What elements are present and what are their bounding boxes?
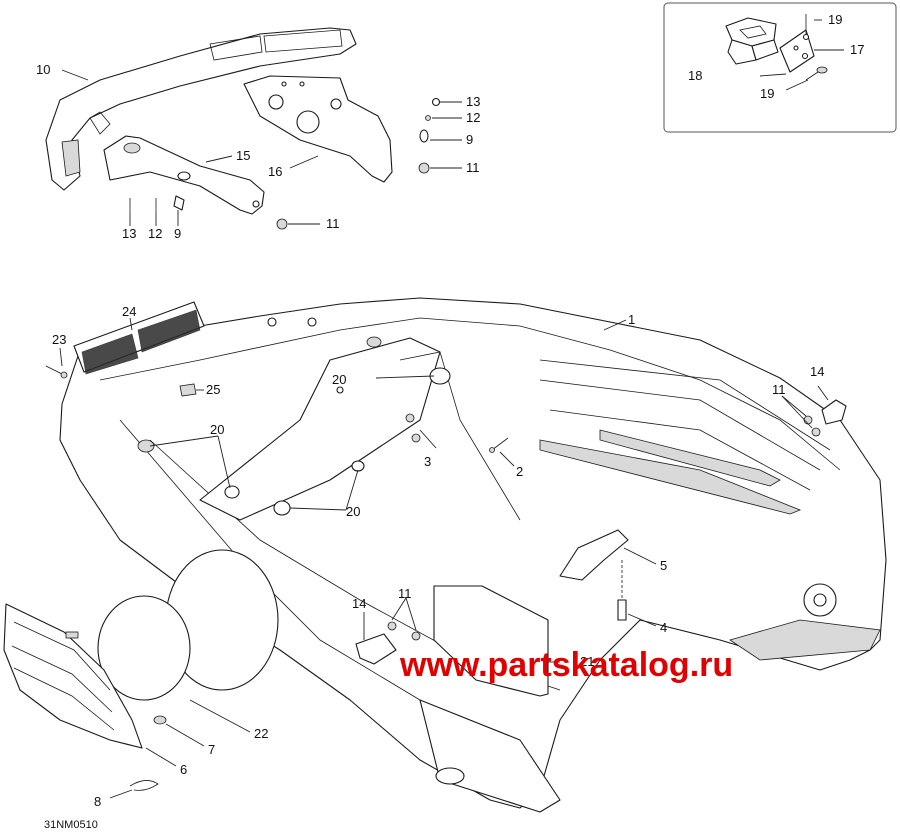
- callout-12-right: 12: [466, 110, 480, 125]
- callout-2: 2: [516, 464, 523, 479]
- hardware-left-group: 13 12 9 11: [122, 195, 340, 241]
- rivet-parts-2-3: [405, 413, 509, 453]
- callout-9-left: 9: [174, 226, 181, 241]
- callout-11-left-side: 11: [398, 586, 412, 601]
- callout-20-upper: 20: [332, 372, 346, 387]
- callout-17: 17: [850, 42, 864, 57]
- callout-20-middle: 20: [210, 422, 224, 437]
- callout-1: 1: [628, 312, 635, 327]
- callout-7: 7: [208, 742, 215, 757]
- pin-part-19-top: [802, 14, 810, 41]
- protector-plate-part: [433, 585, 549, 697]
- callout-18: 18: [688, 68, 702, 83]
- callout-8: 8: [94, 794, 101, 809]
- callout-15: 15: [236, 148, 250, 163]
- callout-21: 21: [580, 654, 594, 669]
- clip-part-25: [179, 383, 197, 397]
- reinforcement-bracket-part: [243, 75, 393, 183]
- side-panel-part: [3, 603, 143, 749]
- callout-14-left: 14: [352, 596, 366, 611]
- vent-grille-part: [73, 301, 205, 375]
- callout-11-upper-right: 11: [466, 160, 480, 175]
- callout-16: 16: [268, 164, 282, 179]
- callout-20-lower: 20: [346, 504, 360, 519]
- hinge-part-14-right: [803, 399, 847, 437]
- drawing-code: 31NM0510: [44, 819, 98, 831]
- callout-14-right: 14: [810, 364, 824, 379]
- callout-25: 25: [206, 382, 220, 397]
- callout-11-right-side: 11: [772, 382, 786, 397]
- rivet-part-23: [45, 365, 68, 379]
- callout-5: 5: [660, 558, 667, 573]
- pin-part-19-bottom: [805, 66, 828, 81]
- callout-23: 23: [52, 332, 66, 347]
- callout-4: 4: [660, 620, 667, 635]
- grommet-part-7: [153, 715, 167, 725]
- bracket-part-5: [559, 529, 629, 581]
- rear-body-shell-part: [59, 297, 887, 813]
- callout-11-upper-left: 11: [326, 216, 340, 231]
- callout-13-left: 13: [122, 226, 136, 241]
- callout-24: 24: [122, 304, 136, 319]
- inset-detail-box: 19 17 18 19: [663, 2, 897, 133]
- callout-10: 10: [36, 62, 50, 77]
- clip-bracket-part: [725, 17, 779, 65]
- callout-3: 3: [424, 454, 431, 469]
- cover-disc-part: [97, 595, 191, 701]
- callout-19-bottom: 19: [760, 86, 774, 101]
- callout-9-right: 9: [466, 132, 473, 147]
- watermark-text: www.partskatalog.ru: [399, 646, 733, 684]
- hardware-right-group: 13 12 9 11: [418, 94, 480, 175]
- spring-clip-part-8: [129, 780, 159, 791]
- mounting-plate-part: [779, 29, 815, 73]
- callout-6: 6: [180, 762, 187, 777]
- rivet-part-4: [617, 560, 627, 621]
- hinge-part-14-left: [355, 621, 421, 665]
- support-arm-part: [103, 135, 265, 215]
- rear-handle-part: [45, 27, 357, 191]
- callout-22: 22: [254, 726, 268, 741]
- callout-12-left: 12: [148, 226, 162, 241]
- callout-13-right: 13: [466, 94, 480, 109]
- callout-19-top: 19: [828, 12, 842, 27]
